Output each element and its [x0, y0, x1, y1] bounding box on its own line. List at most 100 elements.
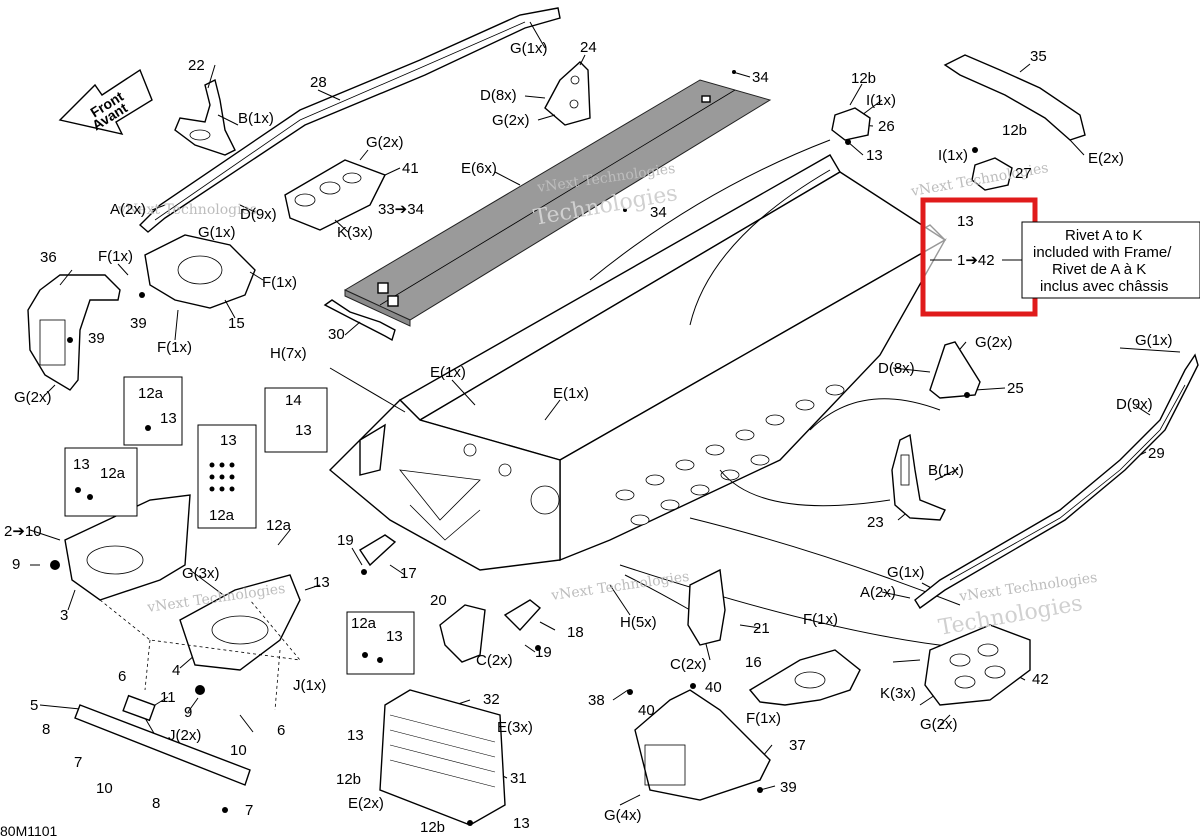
- callout-13-c: 13: [295, 422, 312, 439]
- part-23-bracket: [891, 433, 946, 521]
- callout-13-d: 13: [220, 432, 237, 449]
- part-25-gusset: [929, 341, 981, 399]
- callout-F1x-b: F(1x): [262, 274, 297, 291]
- inset-box-12a-13: [123, 376, 183, 446]
- callout-G2x-d: G(2x): [975, 334, 1013, 351]
- main-frame-tunnel: [328, 154, 947, 571]
- callout-G1x-top: G(1x): [510, 40, 548, 57]
- callout-3: 3: [60, 607, 68, 624]
- callout-labels: 22 28 G(1x) 24 D(8x) G(2x) 34 12b I(1x) …: [4, 39, 1173, 836]
- callout-14: 14: [285, 392, 302, 409]
- part-30-bar: [323, 299, 396, 342]
- part-17-clip: [359, 534, 397, 567]
- drawing-code: 80M1101: [0, 823, 58, 839]
- callout-13-g: 13: [386, 628, 403, 645]
- callout-G2x-a: G(2x): [492, 112, 530, 129]
- callout-36: 36: [40, 249, 57, 266]
- callout-42: 42: [1032, 671, 1049, 688]
- callout-G2x-e: G(2x): [920, 716, 958, 733]
- callout-E2x-a: E(2x): [1088, 150, 1124, 167]
- callout-24: 24: [580, 39, 597, 56]
- callout-34-a: 34: [752, 69, 769, 86]
- part-18-clip: [503, 599, 542, 632]
- callout-E1x-b: E(1x): [553, 385, 589, 402]
- callout-27: 27: [1015, 165, 1032, 182]
- callout-32: 32: [483, 691, 500, 708]
- callout-J1x: J(1x): [293, 677, 326, 694]
- callout-13-e: 13: [73, 456, 90, 473]
- note-line-4: inclus avec châssis: [1040, 278, 1168, 295]
- callout-29: 29: [1148, 445, 1165, 462]
- part-41-bracket: [284, 159, 386, 231]
- callout-12a-e: 12a: [351, 615, 377, 632]
- callout-4: 4: [172, 662, 180, 679]
- callout-12a-a: 12a: [138, 385, 164, 402]
- callout-2-10: 2➔10: [4, 523, 42, 540]
- callout-11: 11: [160, 689, 176, 706]
- callout-19-a: 19: [337, 532, 354, 549]
- callout-9-b: 9: [184, 704, 192, 721]
- callout-12b-a: 12b: [851, 70, 876, 87]
- part-42-panel: [924, 624, 1031, 706]
- note-line-2: included with Frame/: [1033, 244, 1172, 261]
- part-35-crossbar: [943, 54, 1086, 141]
- callout-G1x-c: G(1x): [1135, 332, 1173, 349]
- part-16-bracket: [748, 649, 861, 706]
- callout-D9x-a: D(9x): [240, 206, 277, 223]
- callout-D8x-a: D(8x): [480, 87, 517, 104]
- part-31-heat-exchanger: [379, 689, 506, 826]
- callout-17: 17: [400, 565, 417, 582]
- part-37-rear-bracket: [634, 689, 771, 801]
- callout-G2x-b: G(2x): [366, 134, 404, 151]
- callout-12a-c: 12a: [209, 507, 235, 524]
- callout-D9x-b: D(9x): [1116, 396, 1153, 413]
- callout-13-i: 13: [513, 815, 530, 832]
- highlight-13: 13: [957, 213, 974, 230]
- callout-5: 5: [30, 697, 38, 714]
- callout-25: 25: [1007, 380, 1024, 397]
- inset-box-13-12a-left: [64, 447, 138, 517]
- part-33-tunnel-panel: [343, 79, 772, 327]
- callout-G1x-b: G(1x): [198, 224, 236, 241]
- inset-box-14-13: [264, 387, 328, 453]
- callout-9-a: 9: [12, 556, 20, 573]
- callout-33-34: 33➔34: [378, 201, 424, 218]
- callout-12a-b: 12a: [100, 465, 126, 482]
- callout-B1x-b: B(1x): [928, 462, 964, 479]
- note-line-3: Rivet de A à K: [1052, 261, 1146, 278]
- callout-8-b: 8: [152, 795, 160, 812]
- part-29-rail: [914, 353, 1199, 610]
- callout-I1x-b: I(1x): [938, 147, 968, 164]
- callout-30: 30: [328, 326, 345, 343]
- callout-41: 41: [402, 160, 419, 177]
- watermark-text: vNext Technologies: [117, 202, 257, 218]
- callout-39-a: 39: [130, 315, 147, 332]
- note-box: [1021, 221, 1200, 299]
- callout-40-b: 40: [638, 702, 655, 719]
- callout-G4x: G(4x): [604, 807, 642, 824]
- callout-19-b: 19: [535, 644, 552, 661]
- callout-F1x-e: F(1x): [746, 710, 781, 727]
- callout-31: 31: [510, 770, 527, 787]
- callout-I1x-a: I(1x): [866, 92, 896, 109]
- part-4-bumper-lower: [179, 574, 301, 671]
- callout-40-a: 40: [705, 679, 722, 696]
- part-15-bracket: [144, 234, 256, 309]
- callout-E2x-b: E(2x): [348, 795, 384, 812]
- callout-12a-d: 12a: [266, 517, 292, 534]
- callout-G2x-c: G(2x): [14, 389, 52, 406]
- callout-6-a: 6: [118, 668, 126, 685]
- callout-13-f: 13: [313, 574, 330, 591]
- callout-K3x-a: K(3x): [337, 224, 373, 241]
- callout-E1x-a: E(1x): [430, 364, 466, 381]
- callout-J2x: J(2x): [168, 727, 201, 744]
- callout-10-b: 10: [96, 780, 113, 797]
- inset-rivets: [75, 425, 383, 663]
- part-28-rail: [138, 7, 561, 233]
- inset-box-12a-13-lower: [346, 611, 415, 675]
- callout-39-b: 39: [88, 330, 105, 347]
- part-36-bracket: [27, 274, 121, 391]
- callout-38: 38: [588, 692, 605, 709]
- callout-7-a: 7: [74, 754, 82, 771]
- callout-23: 23: [867, 514, 884, 531]
